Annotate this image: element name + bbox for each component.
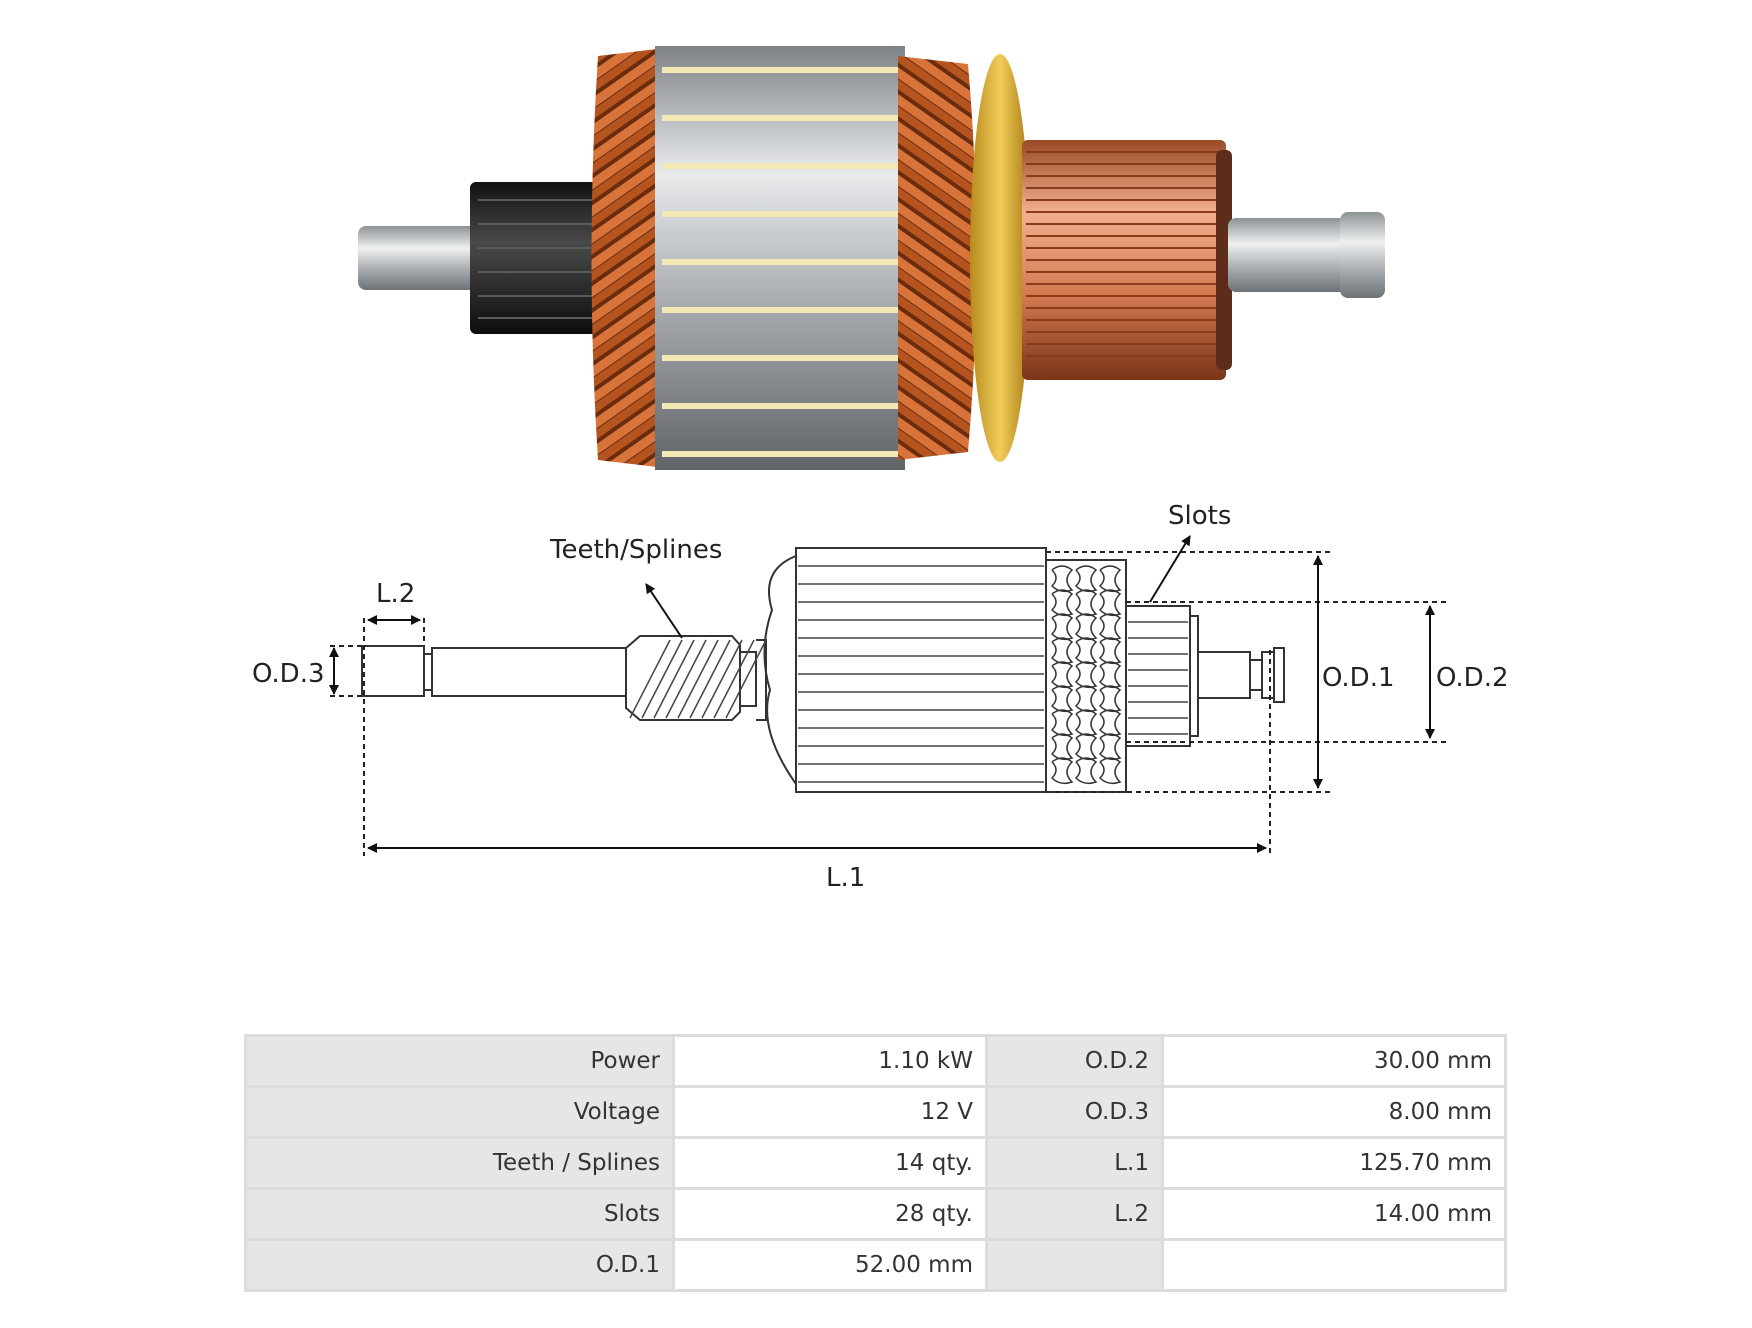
shaft — [431, 647, 627, 697]
spec-table: Power 1.10 kW O.D.2 30.00 mm Voltage 12 … — [244, 1034, 1507, 1292]
l2-label: L.2 — [376, 579, 415, 609]
l1-label: L.1 — [826, 863, 865, 893]
od1-label: O.D.1 — [1322, 663, 1395, 693]
pinion — [625, 635, 741, 721]
spec-label: Power — [247, 1037, 672, 1085]
spec-value: 125.70 mm — [1164, 1139, 1504, 1187]
spec-value: 52.00 mm — [675, 1241, 985, 1289]
slots-leader — [1149, 535, 1191, 603]
armature-photo — [358, 46, 1385, 470]
spec-label: Slots — [247, 1190, 672, 1238]
spec-label: Teeth / Splines — [247, 1139, 672, 1187]
table-row: Slots 28 qty. L.2 14.00 mm — [247, 1190, 1504, 1238]
spec-value: 28 qty. — [675, 1190, 985, 1238]
od2-label: O.D.2 — [1436, 663, 1509, 693]
spec-label: O.D.1 — [247, 1241, 672, 1289]
spec-value: 14.00 mm — [1164, 1190, 1504, 1238]
teeth-leader — [645, 583, 683, 639]
spec-value: 12 V — [675, 1088, 985, 1136]
spec-label — [988, 1241, 1161, 1289]
table-row: Teeth / Splines 14 qty. L.1 125.70 mm — [247, 1139, 1504, 1187]
table-row: Voltage 12 V O.D.3 8.00 mm — [247, 1088, 1504, 1136]
teeth-splines-label: Teeth/Splines — [549, 535, 722, 565]
spec-value: 8.00 mm — [1164, 1088, 1504, 1136]
od3-label: O.D.3 — [252, 659, 325, 689]
spec-label: O.D.3 — [988, 1088, 1161, 1136]
shaft-tip — [361, 645, 425, 697]
spec-value — [1164, 1241, 1504, 1289]
spec-label: Voltage — [247, 1088, 672, 1136]
spec-value: 1.10 kW — [675, 1037, 985, 1085]
spec-value: 30.00 mm — [1164, 1037, 1504, 1085]
spec-label: L.2 — [988, 1190, 1161, 1238]
table-row: O.D.1 52.00 mm — [247, 1241, 1504, 1289]
commutator — [1125, 605, 1191, 747]
spec-value: 14 qty. — [675, 1139, 985, 1187]
table-row: Power 1.10 kW O.D.2 30.00 mm — [247, 1037, 1504, 1085]
slots-label: Slots — [1168, 501, 1231, 531]
spec-label: L.1 — [988, 1139, 1161, 1187]
dimension-drawing: Teeth/Splines Slots L.2 O.D.3 O.D.1 O.D.… — [252, 501, 1509, 893]
spec-label: O.D.2 — [988, 1037, 1161, 1085]
